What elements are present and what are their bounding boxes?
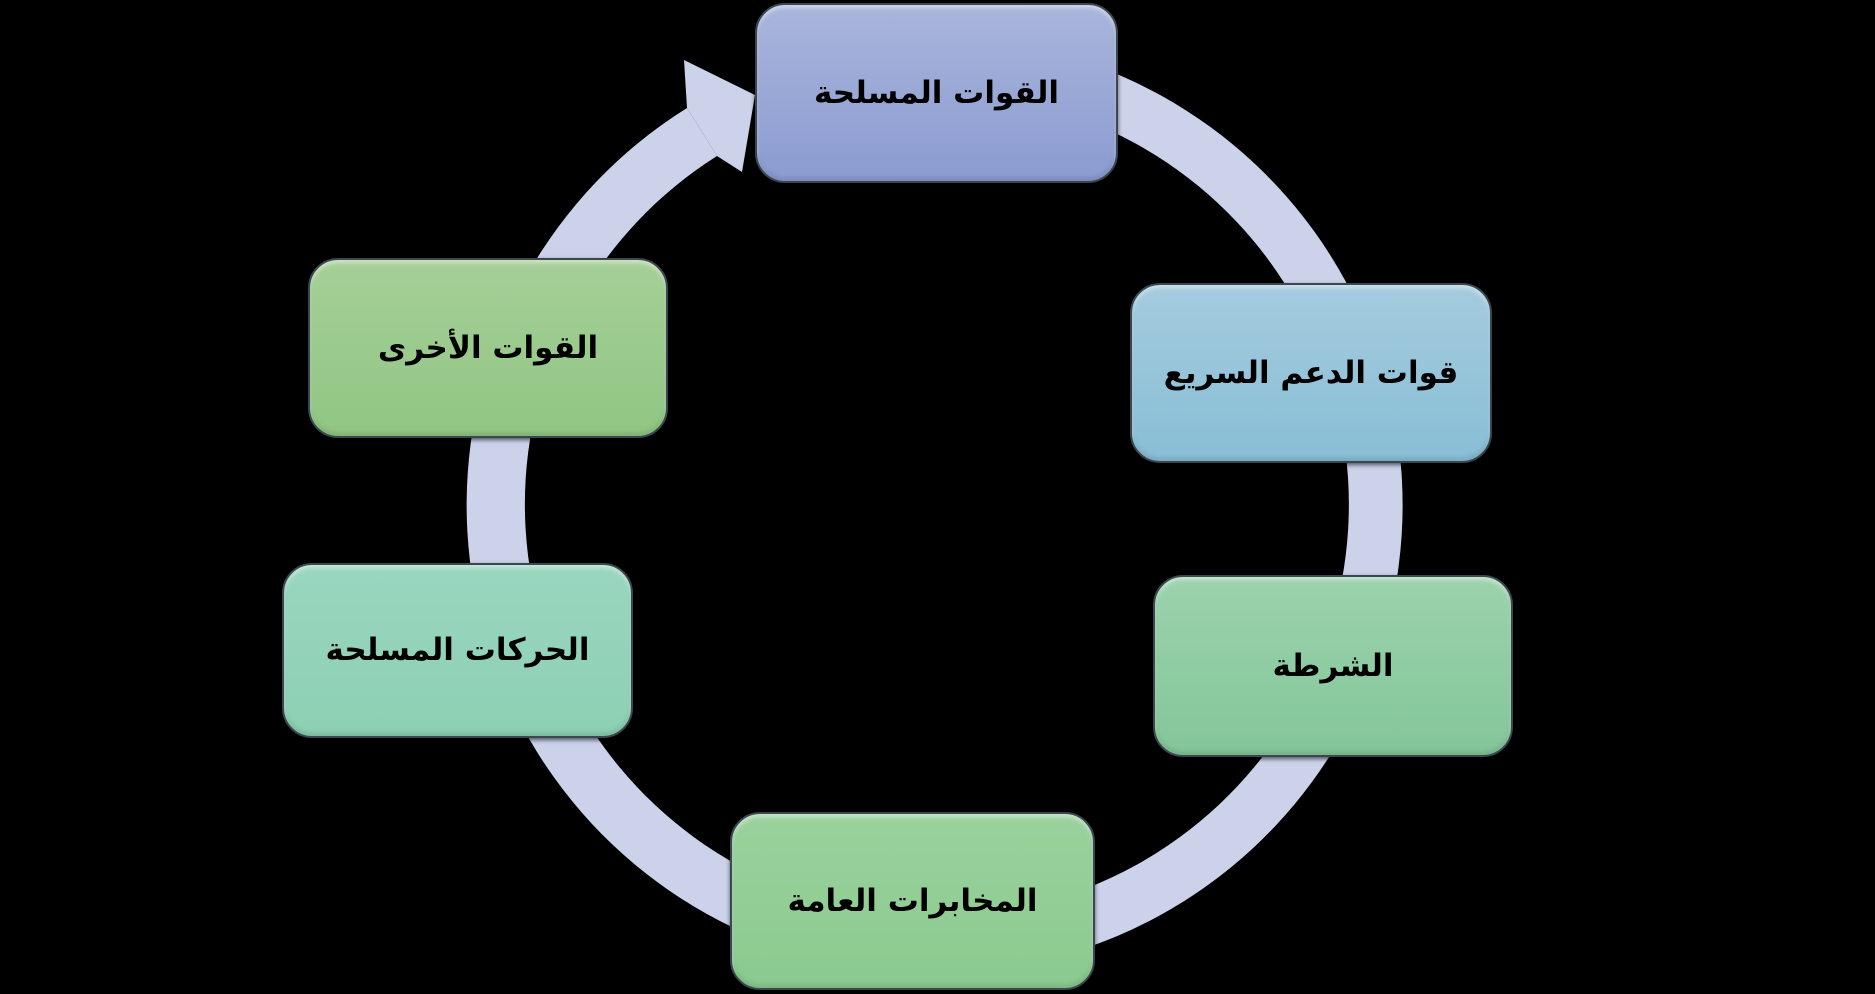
node-rapid-support-forces: قوات الدعم السريع xyxy=(1130,283,1492,463)
node-armed-forces: القوات المسلحة xyxy=(755,3,1118,183)
node-armed-movements-label: الحركات المسلحة xyxy=(325,632,590,669)
node-armed-forces-label: القوات المسلحة xyxy=(814,74,1059,111)
node-general-intelligence-label: المخابرات العامة xyxy=(787,882,1038,919)
node-other-forces: القوات الأخرى xyxy=(308,258,668,438)
node-police: الشرطة xyxy=(1153,575,1513,757)
node-general-intelligence: المخابرات العامة xyxy=(730,812,1095,990)
node-police-label: الشرطة xyxy=(1272,647,1394,684)
cycle-arrow-head xyxy=(684,60,755,172)
node-other-forces-label: القوات الأخرى xyxy=(377,329,599,366)
node-armed-movements: الحركات المسلحة xyxy=(282,563,633,738)
node-rapid-support-forces-label: قوات الدعم السريع xyxy=(1163,354,1459,391)
